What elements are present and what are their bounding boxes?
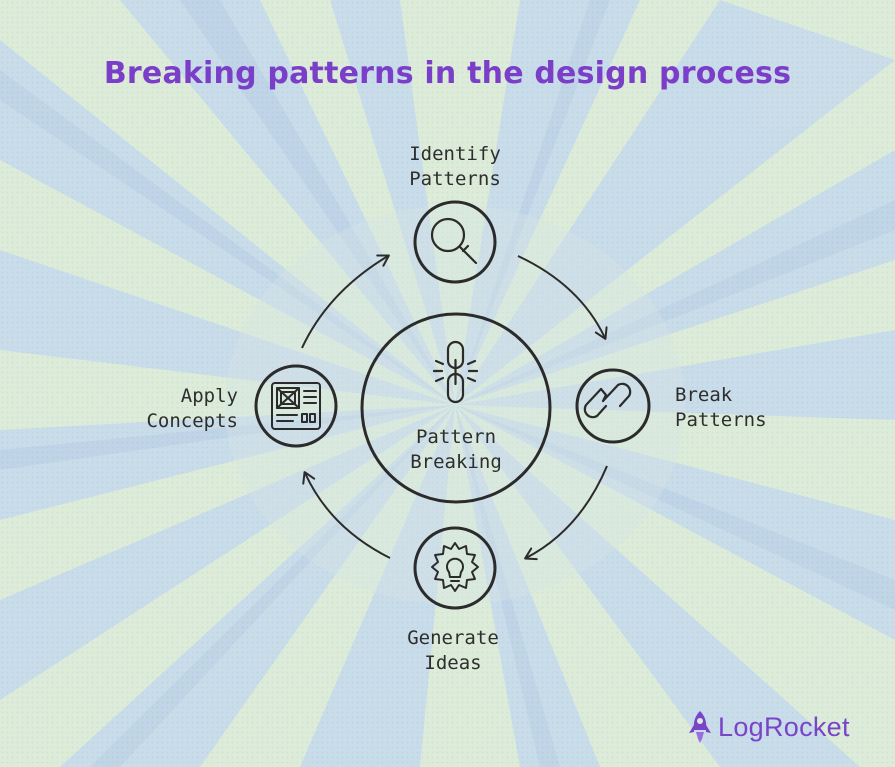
- diagram-title: Breaking patterns in the design process: [103, 56, 792, 91]
- label-break-line1: Break: [675, 384, 733, 406]
- arrow-identify-to-break: [517, 255, 608, 340]
- rocket-icon: [689, 711, 711, 743]
- label-apply-concepts: Apply Concepts: [130, 384, 238, 434]
- chain-link-break-icon: [432, 340, 479, 404]
- label-identify-line1: Identify: [409, 143, 501, 165]
- gear-lightbulb-icon: [431, 542, 479, 592]
- brand-logo: LogRocket: [688, 709, 850, 745]
- label-center-line2: Breaking: [410, 451, 502, 473]
- label-generate-line1: Generate: [407, 627, 499, 649]
- label-generate-line2: Ideas: [424, 652, 482, 674]
- arrow-apply-to-identify: [301, 254, 390, 349]
- center-node: [360, 312, 552, 504]
- label-center: Pattern Breaking: [410, 425, 502, 475]
- label-apply-line1: Apply: [180, 385, 238, 407]
- label-break-patterns: Break Patterns: [675, 383, 767, 433]
- label-break-line2: Patterns: [675, 409, 767, 431]
- label-identify-patterns: Identify Patterns: [409, 142, 501, 192]
- node-apply-concepts: [254, 364, 338, 448]
- node-identify-patterns: [413, 200, 497, 284]
- arrow-generate-to-apply: [302, 471, 391, 559]
- label-identify-line2: Patterns: [409, 168, 501, 190]
- node-generate-ideas: [413, 526, 497, 610]
- layout-template-icon: [271, 382, 321, 430]
- label-generate-ideas: Generate Ideas: [407, 626, 499, 676]
- broken-pill-icon: [583, 382, 632, 419]
- label-apply-line2: Concepts: [146, 410, 238, 432]
- label-center-line1: Pattern: [415, 426, 497, 448]
- node-break-patterns: [575, 368, 651, 444]
- arrow-break-to-generate: [524, 465, 608, 561]
- brand-name: LogRocket: [718, 711, 850, 742]
- magnifier-icon: [430, 217, 478, 265]
